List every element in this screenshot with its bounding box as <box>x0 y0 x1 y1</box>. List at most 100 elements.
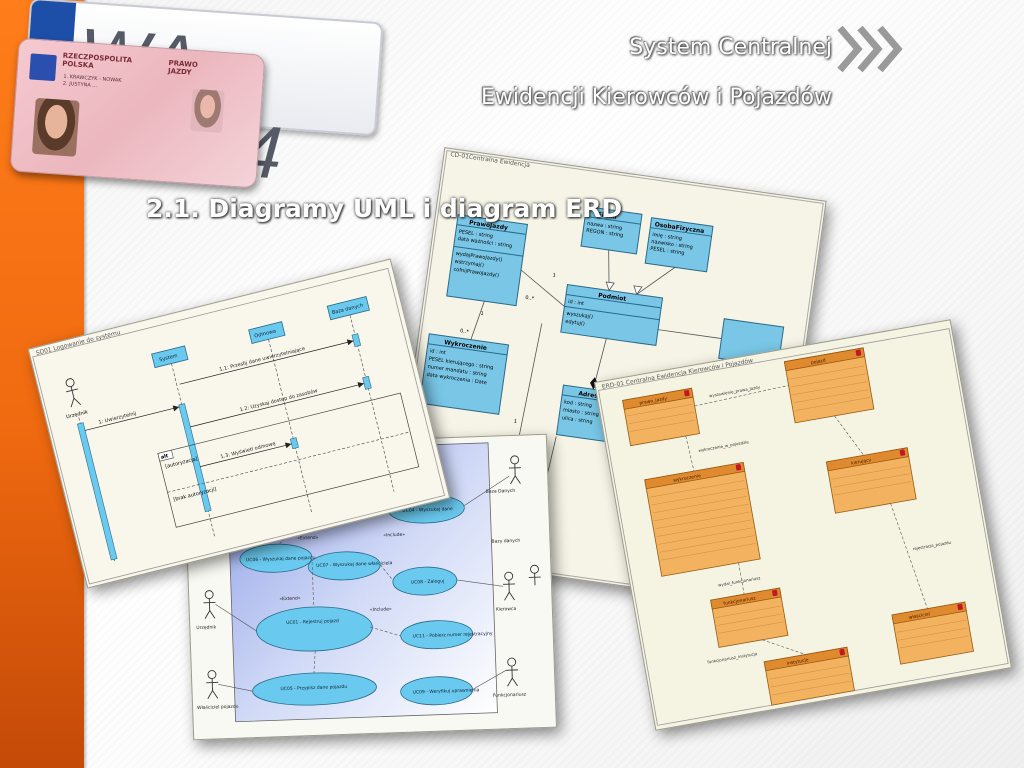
usecases <box>239 467 474 706</box>
extend-label: «Extend» <box>297 535 319 542</box>
erd-table-name: pojazd <box>810 358 826 367</box>
erd-table-name: kierujący <box>851 457 873 467</box>
class-attr: id : int <box>429 348 446 356</box>
class-attr: id : int <box>568 299 585 307</box>
eu-flag-icon <box>29 53 57 82</box>
actor-figure <box>65 378 82 408</box>
erd-table-name: instytucje <box>786 657 809 667</box>
multiplicity: 1 <box>513 419 517 425</box>
class-op: edytuj() <box>565 319 585 328</box>
key-icon <box>899 449 906 456</box>
class-attr: miasto : string <box>563 407 600 418</box>
class-podmiot: Podmiot id : int wyszukaj() edytuj() <box>560 284 664 347</box>
class-attr: PESEL : string <box>650 246 685 257</box>
sequence-diagram-canvas: Urzędnik System Odmowa Baza danych <box>32 267 445 585</box>
key-icon <box>957 603 963 611</box>
key-icon <box>772 589 778 597</box>
message-label: 1.2: Uzyskaj dostęp do zasobów <box>239 387 318 413</box>
multiplicity: 0..* <box>525 295 535 302</box>
inheritance-arrow <box>605 281 615 292</box>
message-label: 1: Uwierzytelnij <box>98 411 137 426</box>
sequence-diagram: SD01 Logowanie do systemu Urzędnik Syste… <box>27 258 451 589</box>
erd-canvas: prawo_jazdy pojazd wykroczenie kierujący… <box>598 328 1009 726</box>
include-label: «Include» <box>383 532 405 539</box>
alt-fragment <box>157 392 420 528</box>
erd-relation-label: wystawienie_prawa_jazdy <box>709 384 761 398</box>
lifeline-head <box>248 321 286 344</box>
lifeline-head <box>326 296 370 321</box>
class-attr: REGON : string <box>586 228 624 239</box>
erd-relation-label: funkcjonariusz_instytucja <box>707 651 758 665</box>
class-attr: imię : string <box>652 232 682 242</box>
usecase-label: UC07 - Wyszukaj dane właściciela <box>316 559 393 569</box>
key-icon <box>855 349 862 356</box>
class-name: Adres <box>578 390 599 400</box>
chevrons-icon <box>837 25 903 73</box>
usecase-label: UC06 - Wyszukaj dane pojazdu <box>246 555 316 563</box>
multiplicity: 0..* <box>460 328 470 335</box>
class-name: Podmiot <box>598 292 627 303</box>
actor-label: Kierowca <box>496 606 517 613</box>
inheritance-arrow <box>633 285 643 296</box>
class-diagram: CD-01Centralna Ewidencja Firma nazwa : s… <box>387 147 827 607</box>
message-label: 1.1: Przesłij dane uwierzytelniające <box>219 346 306 373</box>
composition-diamond <box>590 377 598 390</box>
multiplicity: 1 <box>480 311 484 317</box>
erd-table-name: prawo_jazdy <box>639 396 668 407</box>
actor-label: Właściciel pojazdu <box>197 703 239 711</box>
class-firma: Firma nazwa : string REGON : string <box>580 205 643 255</box>
class-attr: nazwisko : string <box>651 239 693 251</box>
multiplicity: 1 <box>552 272 556 278</box>
usecase-label: UC09 - Weryfikuj uprawnienia <box>413 687 480 695</box>
usecase-label: UC05 - Przypisz dane pojazdu <box>280 684 347 692</box>
license-hologram-photo <box>189 88 225 133</box>
title-line-1: System Centralnej <box>629 35 832 60</box>
erd-relation-label: rejestracja_pojazdu <box>912 540 952 552</box>
class-attr: nazwa : string <box>587 221 623 232</box>
erd-table-name: właściciel <box>908 610 930 621</box>
actor-label: Baza Danych <box>486 488 516 495</box>
actor-figures <box>203 455 541 699</box>
actor-label: Urzędnik <box>66 409 89 420</box>
messages <box>85 340 365 467</box>
class-attr: PESEL : string <box>458 229 493 240</box>
actor-associations <box>215 475 510 692</box>
class-name: Firma <box>597 211 617 221</box>
license-doc-type: PRAWO JAZDY <box>168 59 198 77</box>
usecase-label: UC11 - Pobierz numer rejestracyjny <box>413 631 493 640</box>
class-op: wstrzymaj() <box>454 259 484 269</box>
usecase-label: UC01 - Rejestruj pojazd <box>286 618 339 626</box>
lifeline-label: Odmowa <box>254 328 277 339</box>
class-attr: kod : string <box>564 399 593 409</box>
lifeline-label: System <box>159 353 179 363</box>
erd-relation-label: wykroczenie_w_pojezdzie <box>698 439 750 453</box>
title-line-2: Ewidencji Kierowców i Pojazdów <box>480 85 832 110</box>
license-fields: 1. KRAWCZYK - NOWAK 2. JUSTYNA ... <box>63 74 122 92</box>
erd-relations <box>685 385 928 655</box>
erd-table-name: funkcjonariusz <box>723 595 757 607</box>
license-header: RZECZPOSPOLITA POLSKA <box>62 52 132 73</box>
key-icon <box>839 648 845 656</box>
actor-label: Urzędnik <box>196 624 216 631</box>
class-op: wyszukaj() <box>566 311 593 321</box>
usecase-label: UC04 - Wyszukaj dane <box>402 506 453 514</box>
erd-table-name: wykroczenie <box>673 473 702 484</box>
alt-label: alt <box>160 453 169 461</box>
section-title: 2.1. Diagramy UML i diagram ERD <box>146 194 623 223</box>
class-prawo-jazdy: PrawoJazdy PESEL : string data ważności … <box>446 214 529 307</box>
license-photo <box>31 97 80 157</box>
guard-label: [brak autoryzacji] <box>173 486 217 503</box>
class-wykroczenie: Wykroczenie id : int PESEL kierującego :… <box>418 333 510 415</box>
actor-label: Funkcjonariusz <box>493 692 527 699</box>
class-osoba-fizyczna: OsobaFizyczna imię : string nazwisko : s… <box>644 217 714 273</box>
driving-license-image: RZECZPOSPOLITA POLSKA PRAWO JAZDY 1. KRA… <box>9 37 266 189</box>
extend-label: «Extend» <box>279 595 301 602</box>
activations <box>76 333 372 561</box>
actor-label: Bazy danych <box>491 538 520 545</box>
key-icon <box>684 389 690 397</box>
class-diagram-canvas: Firma nazwa : string REGON : string Osob… <box>390 149 824 605</box>
usecase-label: UC08 - Zaloguj <box>411 578 445 585</box>
erd-relation-label: wydal_funkcjonariusz <box>718 575 761 587</box>
key-icon <box>735 464 742 471</box>
